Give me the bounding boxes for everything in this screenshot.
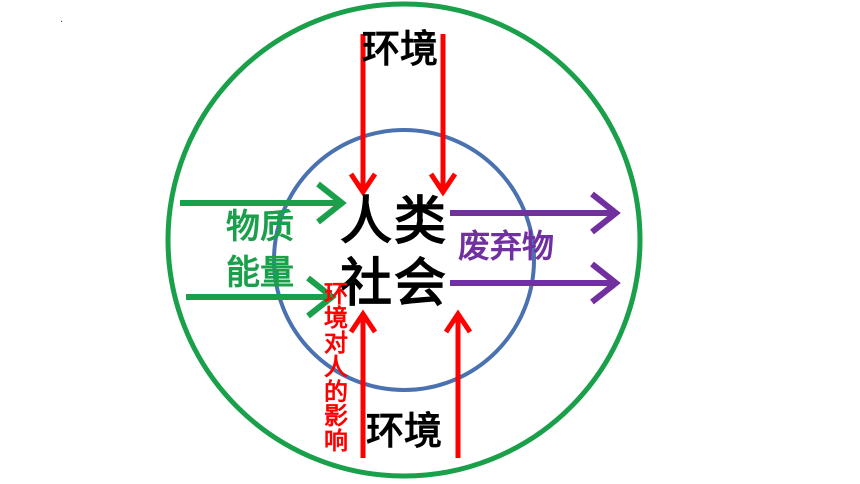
human-society-label-line2: 社会 <box>340 254 449 314</box>
environment-influence-label: 环境对人的影响 <box>324 280 348 455</box>
corner-mark: · <box>60 17 64 28</box>
environment-arrow-bottom-left <box>348 309 378 458</box>
environment-arrow-top-right <box>428 34 458 197</box>
environment-arrow-bottom-right <box>443 309 473 458</box>
environment-arrow-top-left <box>348 34 378 197</box>
input-arrow-bottom <box>186 275 337 319</box>
output-arrow-top <box>450 191 621 235</box>
matter-label: 物质 <box>226 207 294 247</box>
environment-label-top: 环境 <box>362 27 439 71</box>
inner-circle <box>272 128 536 392</box>
outer-circle <box>165 1 643 479</box>
human-society-label-line1: 人类 <box>340 192 449 252</box>
environment-label-bottom: 环境 <box>366 409 443 453</box>
waste-label: 废弃物 <box>458 227 555 265</box>
energy-label: 能量 <box>226 253 294 293</box>
input-arrow-top <box>180 181 347 225</box>
output-arrow-bottom <box>450 261 621 305</box>
